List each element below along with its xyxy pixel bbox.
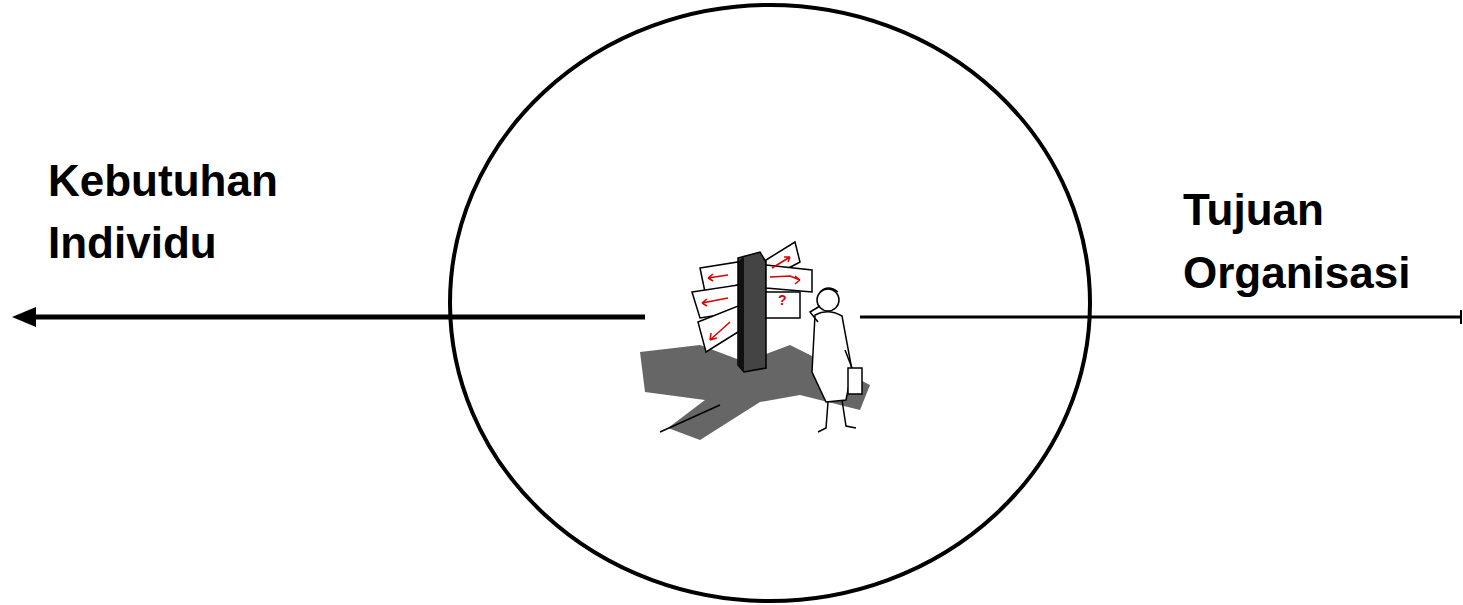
sign-mark: ? (778, 292, 798, 308)
side-label: Tujuan Organisasi (1183, 178, 1463, 304)
shadow-edge (660, 405, 720, 432)
sign-arrows (702, 257, 800, 340)
side-label: Kebutuhan Individu (48, 150, 318, 274)
left-arrow-head (12, 307, 36, 327)
left-arrow-line (28, 315, 645, 320)
right-line (860, 316, 1462, 319)
person (810, 288, 862, 432)
sign (766, 265, 812, 292)
post-side (738, 256, 744, 372)
big-circle (450, 5, 1090, 601)
signpost-illustration (640, 242, 870, 440)
right-line-end (1460, 310, 1462, 324)
post (738, 252, 766, 372)
sign (766, 292, 800, 318)
sign (698, 306, 738, 352)
